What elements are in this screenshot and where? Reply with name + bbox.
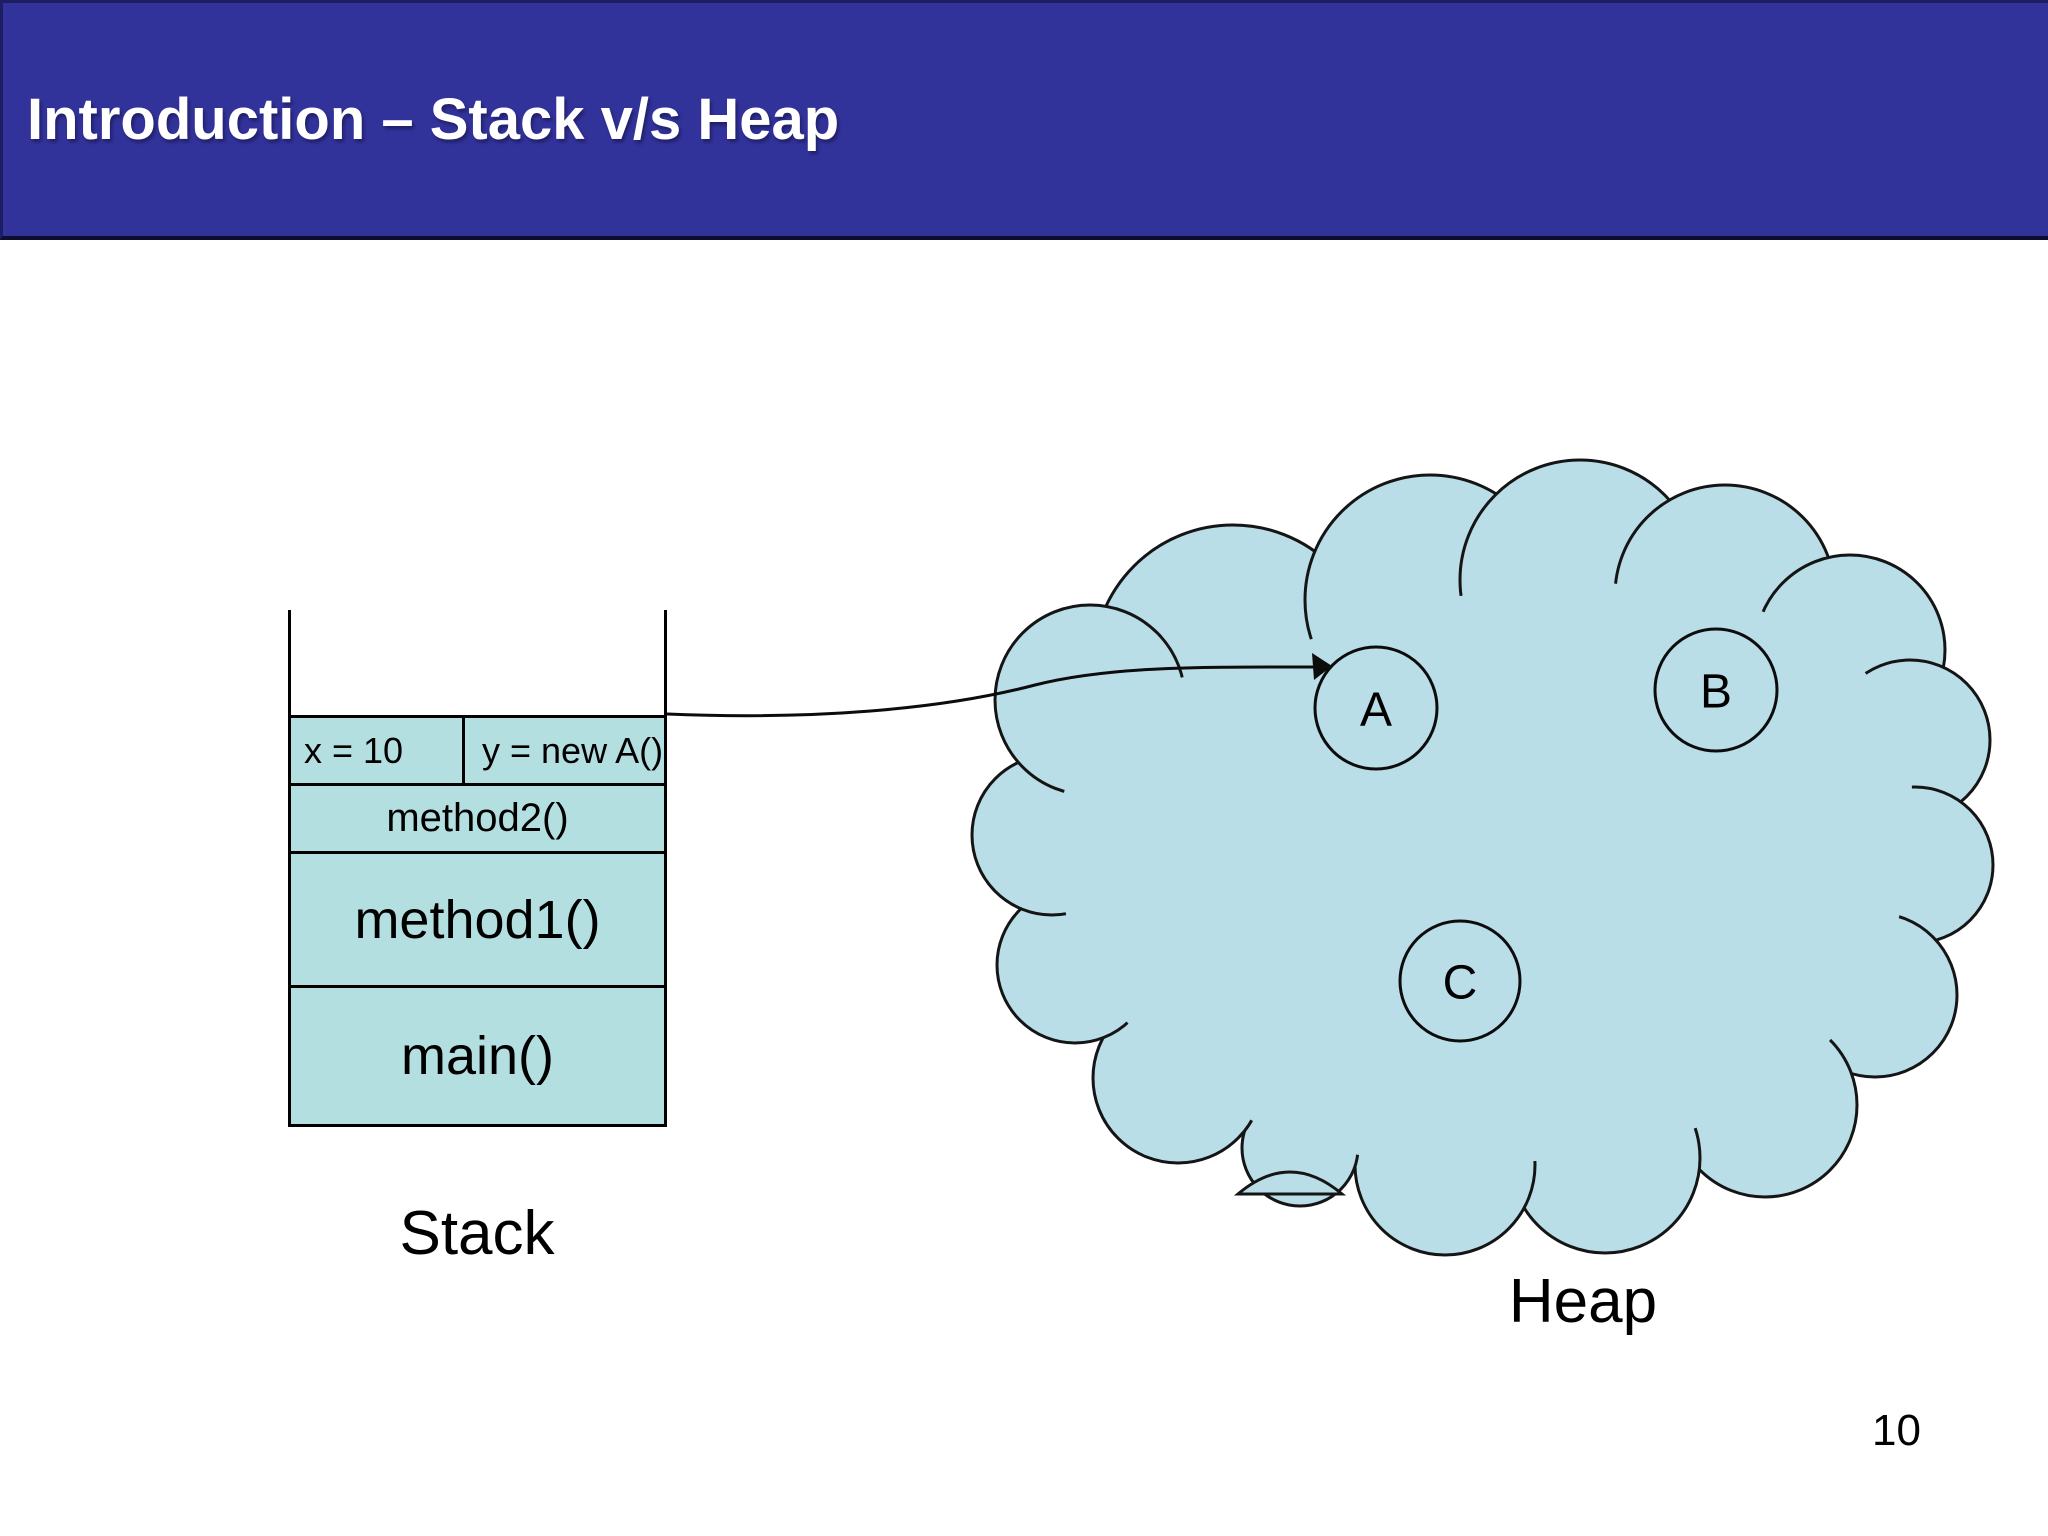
stack-caption: Stack	[399, 1199, 555, 1268]
stack-frame-method1: method1()	[291, 851, 664, 985]
reference-arrow	[666, 653, 1332, 718]
page-number: 10	[1872, 1406, 1921, 1455]
page-title: Introduction – Stack v/s Heap	[27, 87, 840, 152]
stack-frame-top: x = 10 y = new A()	[291, 718, 664, 783]
heap-objects: A B C	[1313, 627, 1779, 1043]
stack-diagram: x = 10 y = new A() method2() method1() m…	[288, 715, 667, 1127]
heap-object-a-circle	[1313, 645, 1439, 771]
stack-frame-main: main()	[291, 985, 664, 1124]
reference-arrow-head	[1312, 653, 1332, 680]
stack-open-top-walls	[288, 610, 667, 715]
slide-header: Introduction – Stack v/s Heap	[0, 0, 2048, 240]
heap-object-b-label: B	[1700, 666, 1732, 719]
cloud-shape	[970, 458, 1995, 1257]
heap-object-c-label: C	[1443, 957, 1478, 1010]
heap-caption: Heap	[1508, 1267, 1658, 1336]
heap-object-a-label: A	[1360, 684, 1392, 737]
stack-frame-method2: method2()	[291, 783, 664, 851]
stack-var-y: y = new A()	[482, 729, 664, 771]
heap-object-b-circle	[1653, 627, 1779, 753]
reference-arrow-line	[666, 665, 1317, 718]
heap-object-c-circle	[1398, 919, 1522, 1043]
cloud-bottom-arc	[1233, 1170, 1347, 1196]
stack-var-x: x = 10	[291, 718, 465, 783]
